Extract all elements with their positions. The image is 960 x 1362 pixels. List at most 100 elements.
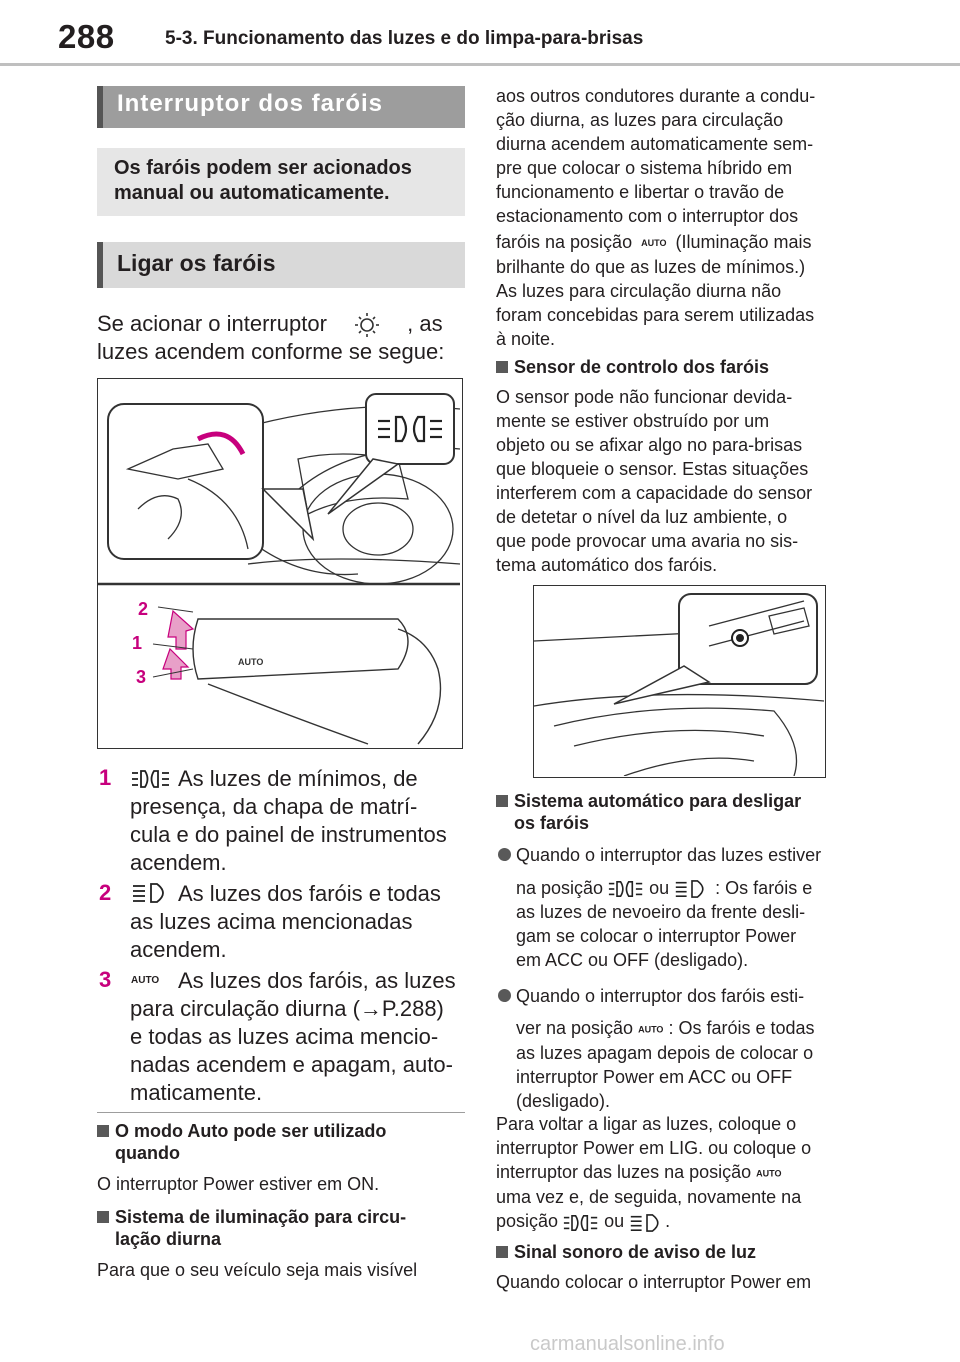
list-text: acendem. xyxy=(130,937,227,962)
list-text: as luzes acima mencionadas xyxy=(130,909,413,934)
para-text: aos outros condutores durante a condu- xyxy=(496,86,816,106)
square-bullet-icon xyxy=(496,361,508,373)
para-text: ou xyxy=(649,878,670,898)
auto-mode-text: O interruptor Power estiver em ON. xyxy=(97,1174,380,1194)
list-text: maticamente. xyxy=(130,1080,263,1105)
light-switch-icon xyxy=(355,313,380,338)
auto-icon: AUTO xyxy=(641,238,667,249)
auto-icon: AUTO xyxy=(756,1168,782,1179)
light-sensor-figure xyxy=(533,585,826,778)
heading-text: Sistema automático para desligar xyxy=(514,791,802,811)
auto-icon: AUTO xyxy=(638,1024,664,1035)
para-text: : Os faróis e xyxy=(715,878,813,898)
list-text: para circulação diurna (→P.288) xyxy=(130,996,444,1021)
para-text: que bloqueie o sensor. Estas situações xyxy=(496,459,809,479)
para-text: em ACC ou OFF (desligado). xyxy=(516,950,749,970)
drl-heading: Sistema de iluminação para circu- lação … xyxy=(97,1206,467,1250)
headlight-icon xyxy=(133,883,164,903)
para-text: O sensor pode não funcionar devida- xyxy=(496,387,793,407)
title-bar: Interruptor dos faróis xyxy=(97,86,465,128)
para-text: uma vez e, de seguida, novamente na xyxy=(496,1187,802,1208)
page-number: 288 xyxy=(58,18,115,55)
para-text: as luzes de nevoeiro da frente desli- xyxy=(516,902,806,922)
bullet-1-cont: na posição ou : Os faróis e as luzes de … xyxy=(516,876,866,972)
para-text: funcionamento e libertar o travão de xyxy=(496,182,785,202)
warning-text: Quando colocar o interruptor Power em xyxy=(496,1272,812,1292)
list-text: e todas as luzes acima mencio- xyxy=(130,1024,439,1049)
para-text: foram concebidas para serem utilizadas xyxy=(496,305,815,326)
para-text: As luzes para circulação diurna não xyxy=(496,281,782,302)
divider xyxy=(97,1112,465,1113)
headlight-icon xyxy=(675,880,704,899)
list-text: As luzes dos faróis, as luzes xyxy=(178,968,456,993)
sensor-heading: Sensor de controlo dos faróis xyxy=(496,356,769,378)
heading-text: lação diurna xyxy=(115,1229,222,1249)
para-text: luzes acendem conforme se segue: xyxy=(97,339,445,365)
para-text: à noite. xyxy=(496,329,556,350)
position-lamp-icon xyxy=(608,881,643,898)
para-text: que pode provocar uma avaria no sis- xyxy=(496,531,799,551)
list-number: 1 xyxy=(99,765,112,790)
position-lamp-icon xyxy=(132,770,169,788)
callout-1: 1 xyxy=(132,633,142,653)
subtitle-text: Ligar os faróis xyxy=(117,250,276,276)
para-text: ou xyxy=(604,1211,625,1232)
intro-text: Os faróis podem ser acionados manual ou … xyxy=(114,157,412,204)
list-text: nadas acendem e apagam, auto- xyxy=(130,1052,453,1077)
subtitle-bar: Ligar os faróis xyxy=(97,242,465,288)
auto-mode-heading: O modo Auto pode ser utilizado quando xyxy=(97,1120,467,1164)
para-text: faróis na posição xyxy=(496,232,633,252)
para-text: : Os faróis e todas xyxy=(668,1018,815,1038)
para-text: objeto ou se afixar algo no para-brisas xyxy=(496,435,803,455)
list-item-1: As luzes de mínimos, de presença, da cha… xyxy=(130,765,470,877)
square-bullet-icon xyxy=(496,795,508,807)
list-text: acendem. xyxy=(130,850,227,875)
switch-auto-label: AUTO xyxy=(238,657,263,667)
list-text: cula e do painel de instrumentos xyxy=(130,822,447,847)
auto-icon: AUTO xyxy=(131,975,160,986)
para-text: Quando o interruptor dos faróis esti- xyxy=(516,986,805,1006)
return-text: Para voltar a ligar as luzes, coloque o … xyxy=(496,1112,866,1233)
heading-text: quando xyxy=(115,1143,180,1163)
heading-text: Sinal sonoro de aviso de luz xyxy=(514,1242,757,1262)
para-text: de detetar o nível da luz ambiente, o xyxy=(496,507,788,527)
title-text: Interruptor dos faróis xyxy=(117,90,384,117)
warning-heading: Sinal sonoro de aviso de luz xyxy=(496,1241,756,1263)
drl-continued-2: faróis na posição AUTO (Iluminação mais … xyxy=(496,230,866,351)
section-title: 5-3. Funcionamento das luzes e do limpa-… xyxy=(165,28,644,49)
para-text: ção diurna, as luzes para circulação xyxy=(496,110,784,130)
para-text: (Iluminação mais xyxy=(675,232,812,252)
switch-illustration: AUTO 2 1 3 xyxy=(98,393,461,745)
heading-text: Sensor de controlo dos faróis xyxy=(514,357,770,377)
auto-off-heading: Sistema automático para desligar os faró… xyxy=(496,790,866,834)
heading-text: os faróis xyxy=(514,813,590,833)
drl-continued: aos outros condutores durante a condu- ç… xyxy=(496,84,866,228)
square-bullet-icon xyxy=(97,1125,109,1137)
heading-text: Sistema de iluminação para circu- xyxy=(115,1207,407,1227)
para-text: interruptor Power em ACC ou OFF xyxy=(516,1067,793,1088)
para-text: estacionamento com o interruptor dos xyxy=(496,206,799,226)
para-text: interferem com a capacidade do sensor xyxy=(496,483,813,503)
para-text: Se acionar o interruptor xyxy=(97,311,327,336)
para-text: . xyxy=(665,1211,671,1232)
para-text: interruptor Power em LIG. ou coloque o xyxy=(496,1138,812,1158)
position-lamp-icon xyxy=(563,1214,598,1231)
round-bullet-icon xyxy=(498,848,511,861)
round-bullet-icon xyxy=(498,989,511,1002)
para-text: Para voltar a ligar as luzes, coloque o xyxy=(496,1114,797,1134)
para-text: diurna acendem automaticamente sem- xyxy=(496,134,814,154)
watermark: carmanualsonline.info xyxy=(530,1333,725,1355)
para-text: tema automático dos faróis. xyxy=(496,555,718,575)
heading-text: O modo Auto pode ser utilizado xyxy=(115,1121,387,1141)
para-text: as luzes apagam depois de colocar o xyxy=(516,1043,814,1064)
para-text: mente se estiver obstruído por um xyxy=(496,411,770,431)
para-text: posição xyxy=(496,1211,559,1232)
para-text: (desligado). xyxy=(516,1091,611,1112)
list-number: 3 xyxy=(99,967,112,992)
para-text: ver na posição xyxy=(516,1018,634,1038)
para-text: brilhante do que as luzes de mínimos.) xyxy=(496,257,806,278)
para-text: interruptor das luzes na posição xyxy=(496,1162,752,1182)
drl-text: Para que o seu veículo seja mais visível xyxy=(97,1260,418,1280)
header-divider xyxy=(0,63,960,66)
square-bullet-icon xyxy=(496,1246,508,1258)
